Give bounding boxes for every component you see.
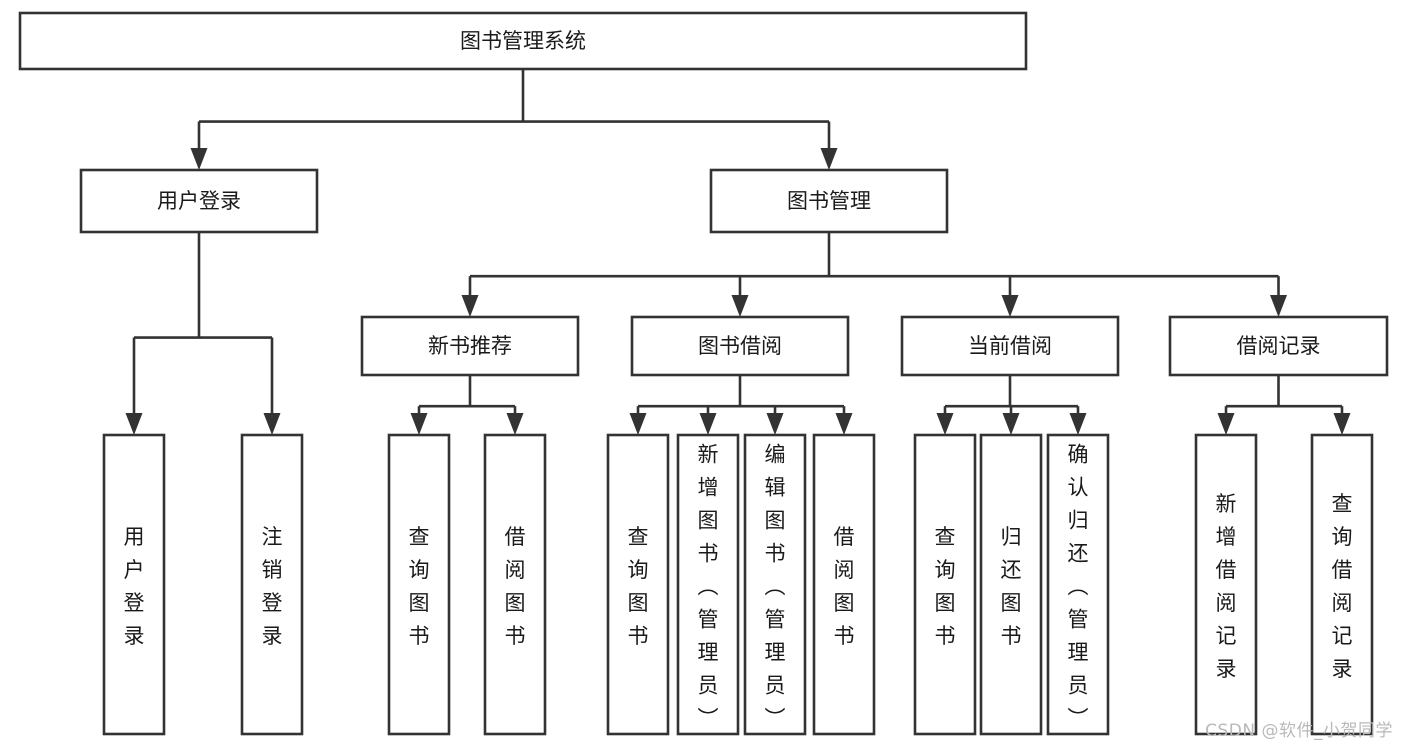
- node-box-leaf-add-record[interactable]: [1194, 433, 1258, 736]
- node-label-leaf-confirm-return: 确认归还︵管理员︶: [1068, 443, 1089, 731]
- connector-group-borrow-record: [1217, 375, 1351, 435]
- arrow-head-icon: [835, 413, 853, 435]
- node-leaf-add-book[interactable]: 新增图书︵管理员︶: [676, 433, 740, 736]
- node-new-book-rec[interactable]: 新书推荐: [360, 315, 580, 377]
- arrow-head-icon: [1002, 413, 1020, 435]
- node-box-current-borrow[interactable]: [900, 315, 1120, 377]
- connector-group-new-book-rec: [410, 375, 524, 435]
- node-leaf-borrow-book-rec[interactable]: 借阅图书: [483, 433, 547, 736]
- node-leaf-add-record[interactable]: 新增借阅记录: [1194, 433, 1258, 736]
- arrow-head-icon: [506, 413, 524, 435]
- connector-layer: [125, 69, 1351, 435]
- node-label-leaf-query-book-rec: 查询图书: [409, 525, 430, 648]
- node-label-borrow-record: 借阅记录: [1237, 334, 1321, 358]
- node-label-book-borrow: 图书借阅: [698, 334, 782, 358]
- node-leaf-user-logout[interactable]: 注销登录: [240, 433, 304, 736]
- arrow-head-icon: [731, 295, 749, 317]
- node-book-manage[interactable]: 图书管理: [709, 168, 949, 234]
- node-leaf-query-book-current[interactable]: 查询图书: [913, 433, 977, 736]
- node-box-leaf-edit-book[interactable]: [743, 433, 807, 736]
- node-box-leaf-borrow-book-rec[interactable]: [483, 433, 547, 736]
- arrow-head-icon: [1270, 295, 1287, 317]
- arrow-head-icon: [1001, 295, 1019, 317]
- node-label-book-manage: 图书管理: [787, 189, 871, 213]
- node-label-new-book-rec: 新书推荐: [428, 334, 512, 358]
- node-label-user-login: 用户登录: [157, 189, 241, 213]
- connector-group-book-manage: [461, 232, 1287, 317]
- node-leaf-edit-book[interactable]: 编辑图书︵管理员︶: [743, 433, 807, 736]
- node-leaf-query-record[interactable]: 查询借阅记录: [1310, 433, 1374, 736]
- node-box-book-borrow[interactable]: [630, 315, 850, 377]
- node-box-leaf-query-record[interactable]: [1310, 433, 1374, 736]
- node-box-user-login[interactable]: [79, 168, 319, 234]
- node-borrow-record[interactable]: 借阅记录: [1168, 315, 1389, 377]
- node-box-new-book-rec[interactable]: [360, 315, 580, 377]
- node-box-leaf-query-book-rec[interactable]: [387, 433, 451, 736]
- node-user-login[interactable]: 用户登录: [79, 168, 319, 234]
- node-leaf-user-login[interactable]: 用户登录: [102, 433, 166, 736]
- node-label-leaf-edit-book: 编辑图书︵管理员︶: [765, 443, 786, 731]
- node-box-leaf-confirm-return[interactable]: [1046, 433, 1110, 736]
- node-box-leaf-user-logout[interactable]: [240, 433, 304, 736]
- node-box-leaf-add-book[interactable]: [676, 433, 740, 736]
- node-leaf-return-book[interactable]: 归还图书: [979, 433, 1043, 736]
- arrow-head-icon: [1333, 413, 1351, 435]
- arrow-head-icon: [410, 413, 428, 435]
- node-label-leaf-query-record: 查询借阅记录: [1332, 492, 1353, 681]
- node-book-borrow[interactable]: 图书借阅: [630, 315, 850, 377]
- node-box-root[interactable]: [18, 11, 1028, 71]
- node-label-leaf-query-book-borrow: 查询图书: [628, 525, 649, 648]
- arrow-head-icon: [125, 413, 143, 435]
- node-leaf-confirm-return[interactable]: 确认归还︵管理员︶: [1046, 433, 1110, 736]
- arrow-head-icon: [461, 295, 479, 317]
- node-label-leaf-query-book-current: 查询图书: [935, 525, 956, 648]
- node-label-leaf-add-record: 新增借阅记录: [1216, 492, 1237, 681]
- node-label-leaf-add-book: 新增图书︵管理员︶: [698, 443, 719, 731]
- node-layer: 图书管理系统用户登录图书管理新书推荐图书借阅当前借阅借阅记录用户登录注销登录查询…: [18, 11, 1389, 736]
- node-label-leaf-borrow-book-rec: 借阅图书: [505, 525, 526, 648]
- node-box-leaf-return-book[interactable]: [979, 433, 1043, 736]
- node-current-borrow[interactable]: 当前借阅: [900, 315, 1120, 377]
- node-box-borrow-record[interactable]: [1168, 315, 1389, 377]
- node-label-leaf-user-logout: 注销登录: [262, 525, 283, 648]
- connector-group-root: [190, 69, 838, 170]
- node-root[interactable]: 图书管理系统: [18, 11, 1028, 71]
- node-box-leaf-query-book-current[interactable]: [913, 433, 977, 736]
- connector-group-book-borrow: [629, 375, 853, 435]
- node-label-leaf-borrow-book: 借阅图书: [834, 525, 855, 648]
- arrow-head-icon: [263, 413, 281, 435]
- arrow-head-icon: [936, 413, 954, 435]
- arrow-head-icon: [190, 148, 208, 170]
- arrow-head-icon: [629, 413, 647, 435]
- arrow-head-icon: [820, 148, 838, 170]
- node-label-leaf-return-book: 归还图书: [1001, 525, 1022, 648]
- node-box-book-manage[interactable]: [709, 168, 949, 234]
- connector-group-user-login: [125, 232, 281, 435]
- node-label-leaf-user-login: 用户登录: [124, 525, 145, 648]
- watermark-text: CSDN @软件_小贺同学: [1205, 721, 1393, 741]
- node-box-leaf-borrow-book[interactable]: [812, 433, 876, 736]
- node-leaf-borrow-book[interactable]: 借阅图书: [812, 433, 876, 736]
- node-label-current-borrow: 当前借阅: [968, 334, 1052, 358]
- node-leaf-query-book-borrow[interactable]: 查询图书: [606, 433, 670, 736]
- connector-group-current-borrow: [936, 375, 1087, 435]
- arrow-head-icon: [699, 413, 717, 435]
- node-box-leaf-user-login[interactable]: [102, 433, 166, 736]
- node-label-root: 图书管理系统: [460, 29, 586, 53]
- arrow-head-icon: [1069, 413, 1087, 435]
- arrow-head-icon: [766, 413, 784, 435]
- node-box-leaf-query-book-borrow[interactable]: [606, 433, 670, 736]
- node-leaf-query-book-rec[interactable]: 查询图书: [387, 433, 451, 736]
- arrow-head-icon: [1217, 413, 1235, 435]
